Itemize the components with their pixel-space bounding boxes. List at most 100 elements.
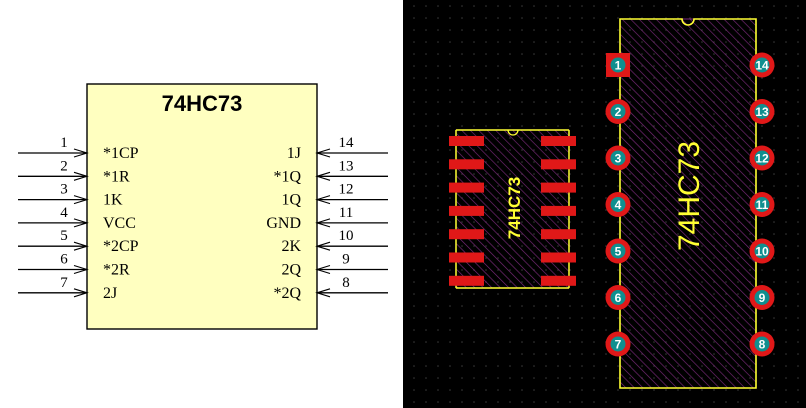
right-pin-13: 13 *1Q [273, 158, 388, 185]
pin-name: 2K [281, 238, 301, 255]
pin-number: 7 [60, 275, 68, 291]
pin-name: 2Q [281, 262, 301, 279]
dip-pad-11: 11 [749, 192, 775, 217]
dip-pad-9: 9 [749, 285, 775, 310]
pin-arrow [315, 171, 331, 181]
dip-body [619, 18, 757, 389]
pin-name: 1Q [281, 192, 301, 209]
smd-pad-right [541, 182, 576, 193]
right-pin-10: 10 2K [281, 228, 388, 255]
pin-number: 6 [60, 252, 68, 268]
pin-number: 13 [339, 158, 354, 174]
smd-pad-right [541, 205, 576, 216]
pad-hole [754, 104, 770, 119]
pin-name: *2CP [103, 238, 139, 255]
left-pin-5: 5 *2CP [18, 228, 139, 255]
pad-hole [610, 104, 626, 119]
pin-arrow [73, 241, 89, 251]
pin-name: *1Q [273, 168, 301, 185]
dip-pad-4: 4 [605, 192, 631, 217]
smd-pads [449, 136, 576, 286]
right-pin-9: 9 2Q [281, 252, 388, 279]
pad-number: 13 [755, 105, 769, 119]
pad-hole [610, 150, 626, 166]
pin-name: VCC [103, 215, 136, 232]
smd-pad-right [541, 229, 576, 240]
dip-pad-10: 10 [749, 238, 775, 264]
dip-pad-3: 3 [605, 145, 631, 171]
pin-name: *2Q [273, 285, 301, 302]
pin-name: GND [266, 215, 301, 232]
pin-arrow [73, 171, 89, 181]
pad-hole [754, 197, 770, 212]
pin-arrow [73, 148, 89, 158]
smd-pad-left [449, 229, 484, 240]
left-pin-1: 1 *1CP [18, 135, 139, 162]
pad-hole [754, 150, 770, 166]
smd-notch [507, 129, 519, 136]
pad-number: 11 [756, 198, 769, 212]
pin-arrow [315, 264, 331, 275]
pin-arrow [315, 241, 331, 251]
dip-pad-7: 7 [605, 331, 631, 357]
pad-hole [610, 197, 626, 212]
pin-arrow [315, 218, 331, 228]
smd-label: 74HC73 [505, 177, 524, 239]
pin-number: 5 [60, 228, 68, 244]
pad-number: 8 [759, 338, 766, 352]
right-pin-14: 14 1J [287, 135, 388, 162]
pin-name: *1CP [103, 145, 139, 162]
pin-number: 12 [339, 182, 354, 198]
dip-pad-8: 8 [749, 331, 775, 357]
smd-pad-right [541, 136, 576, 146]
pin-arrow [73, 195, 89, 205]
smd-pad-left [449, 182, 484, 193]
pad-hole [610, 57, 626, 73]
smd-pad-left [449, 205, 484, 216]
left-pin-2: 2 *1R [18, 158, 130, 185]
pin-arrow [315, 195, 331, 205]
pin-number: 2 [60, 158, 68, 174]
pad-number: 9 [759, 291, 766, 305]
pin-name: 2J [103, 285, 117, 302]
pin-number: 10 [339, 228, 354, 244]
pin-arrow [73, 264, 89, 275]
pin-name: 1J [287, 145, 301, 162]
pad-number: 1 [615, 59, 622, 73]
dip-label: 74HC73 [673, 141, 706, 251]
pad-hole [610, 243, 626, 259]
pad-number: 5 [615, 245, 622, 259]
pin-number: 4 [60, 205, 68, 221]
smd-pad-right [541, 159, 576, 170]
pin-number: 1 [60, 135, 68, 151]
pin-number: 14 [339, 135, 355, 151]
smd-pad-left [449, 136, 484, 146]
pin-arrow [73, 218, 89, 228]
pad-number: 6 [615, 291, 622, 305]
left-pin-3: 3 1K [18, 182, 123, 209]
chip-title: 74HC73 [162, 91, 243, 116]
dip-pad-13: 13 [749, 99, 775, 124]
pin-name: *1R [103, 168, 130, 185]
pin-number: 11 [339, 205, 353, 221]
pin-name: 1K [103, 192, 123, 209]
pad-number: 14 [755, 59, 769, 73]
pad-number: 4 [615, 198, 622, 212]
pin-number: 9 [342, 252, 350, 268]
pad-hole [610, 290, 626, 305]
dip-pad-6: 6 [605, 285, 631, 310]
dip-silkscreen [619, 18, 757, 389]
dip-pad-12: 12 [749, 145, 775, 171]
pad-hole [754, 57, 770, 73]
pin-number: 3 [60, 182, 68, 198]
smd-pad-left [449, 252, 484, 263]
dip-pad-1: 1 [606, 53, 630, 77]
pin-number: 8 [342, 275, 350, 291]
pad-hole [754, 336, 770, 352]
